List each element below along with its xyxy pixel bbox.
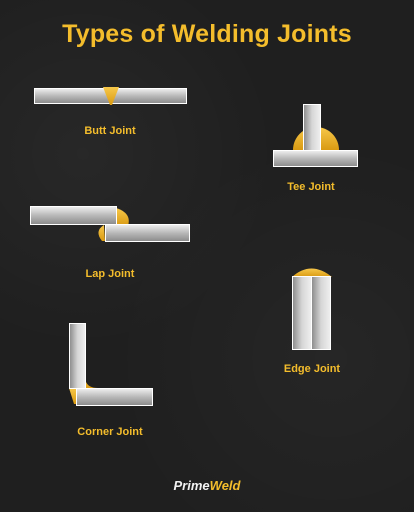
corner-joint-diagram	[69, 323, 153, 406]
edge-weld	[292, 268, 332, 277]
brand-logo-prime: Prime	[173, 478, 210, 493]
butt-weld	[103, 87, 119, 105]
tee-plate-base	[273, 150, 358, 167]
lap-weld-bottom	[98, 225, 105, 241]
brand-logo: PrimeWeld	[0, 478, 414, 493]
lap-plate-top	[30, 206, 117, 225]
butt-plate-left	[34, 88, 111, 104]
lap-weld-top	[116, 208, 129, 226]
butt-plate-right	[111, 88, 187, 104]
corner-weld-inner	[85, 378, 98, 388]
corner-weld-outer	[69, 388, 76, 404]
tee-plate-vertical	[303, 104, 321, 151]
corner-plate-horizontal	[76, 388, 153, 406]
lap-joint-label: Lap Joint	[85, 268, 135, 280]
page-title: Types of Welding Joints	[62, 20, 352, 48]
brand-logo-weld: Weld	[209, 478, 241, 493]
lap-plate-bottom	[105, 224, 190, 242]
edge-plate-left	[292, 276, 312, 350]
edge-joint-label: Edge Joint	[283, 363, 341, 375]
edge-plate-right	[311, 276, 331, 350]
lap-joint-diagram	[30, 206, 190, 242]
edge-joint-diagram	[292, 268, 332, 350]
corner-plate-vertical	[69, 323, 86, 389]
butt-joint-label: Butt Joint	[84, 125, 136, 137]
tee-joint-label: Tee Joint	[287, 181, 335, 193]
corner-joint-label: Corner Joint	[77, 426, 143, 438]
tee-joint-diagram	[273, 104, 358, 167]
butt-joint-diagram	[34, 87, 187, 105]
